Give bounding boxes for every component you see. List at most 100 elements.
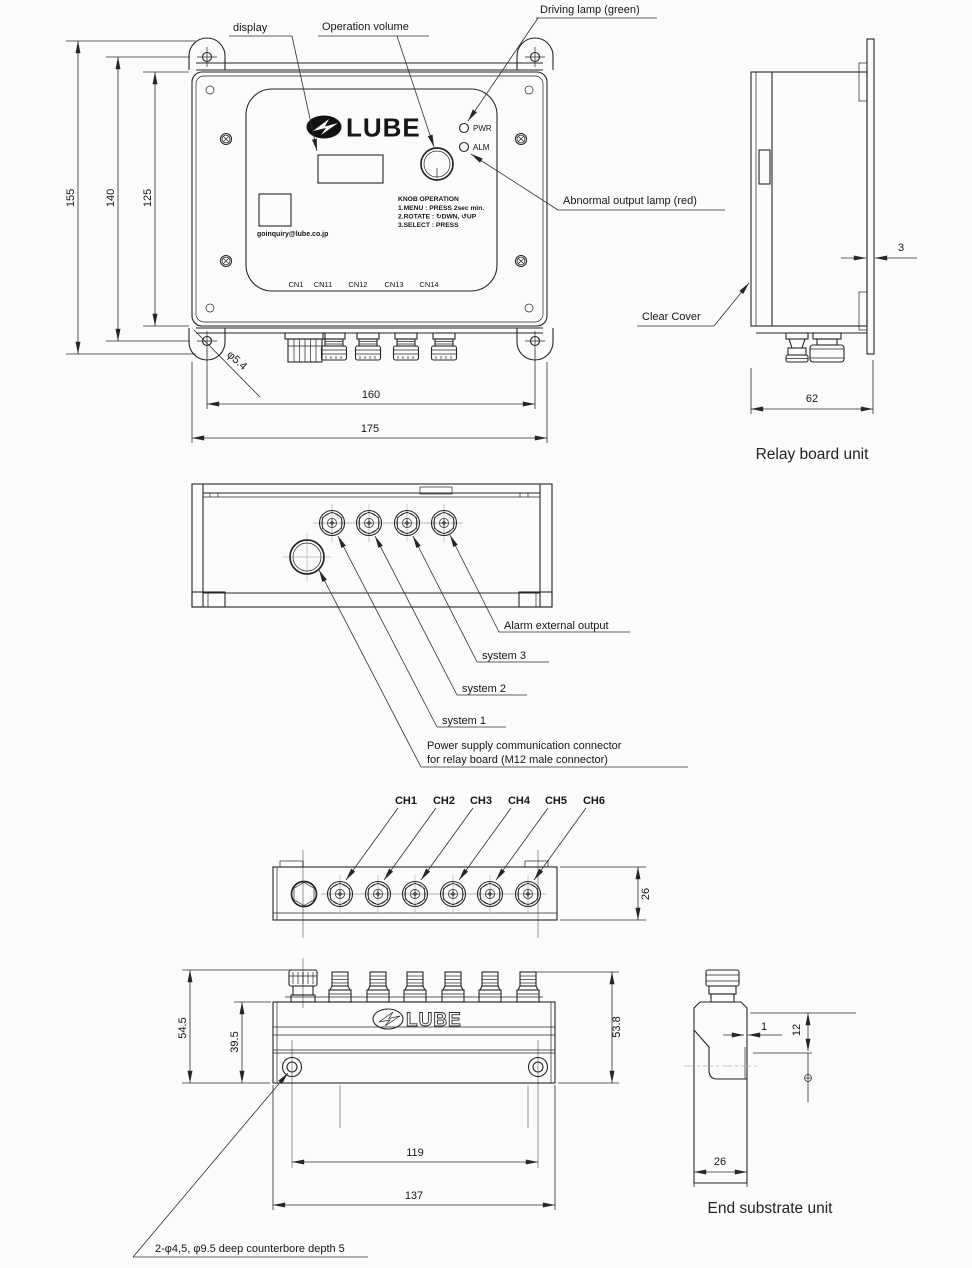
dim-140: 140 [105,189,117,207]
dim-3: 3 [898,242,904,254]
m12-connector [289,539,325,575]
cn13-connector [392,332,420,361]
lube-arrow-icon [313,119,338,135]
ch-plug [441,971,465,1003]
power-supply-callout-line1: Power supply communication connector [427,740,622,752]
channel-labels: CH1 CH2 CH3 CH4 CH5 CH6 [345,795,605,881]
ch6-label: CH6 [583,795,605,807]
panel-screw [514,132,528,146]
end-substrate-unit-caption: End substrate unit [708,1200,834,1217]
pwr-lamp: PWR [458,122,492,134]
terminal-strip [419,486,453,495]
ear-top-right [516,37,554,71]
end-top-connectors [290,874,548,914]
relay-side-view: 3 62 Clear Cover Relay board unit [637,38,917,463]
ch-plug [478,971,502,1003]
dim-54-5: 54.5 [177,1017,189,1038]
front-panel: LUBE PWR ALM goinquiry@lube.co.jp KNOB O… [245,88,498,292]
dim-119: 119 [406,1147,424,1159]
panel-screw [219,254,233,268]
abnormal-lamp-callout: Abnormal output lamp (red) [563,195,697,207]
end-side-dimensions: 1 12 26 [693,1012,856,1187]
counterbore-holes [281,1056,549,1078]
lube-logo-outline: LUBE [372,1008,462,1031]
bottom-view-body [191,483,553,608]
ch3-label: CH3 [470,795,492,807]
counterbore-callout: 2-φ4,5, φ9.5 deep counterbore depth 5 [132,1072,368,1258]
dim-137: 137 [405,1190,423,1202]
cn-label: CN1 [288,280,303,289]
alarm-output-callout: Alarm external output [504,620,609,632]
knob-line2: 2.ROTATE : ↻DWN, ↺UP [398,214,477,221]
cn1-connector [284,332,326,363]
cn12-connector [354,332,382,361]
alarm-connector [424,503,464,543]
bottom-view-connectors [283,503,464,581]
knob-side-profile [758,149,771,185]
lube-logo: LUBE [306,113,421,143]
dim-1: 1 [761,1021,767,1033]
driving-lamp-callout: Driving lamp (green) [540,4,640,16]
brand-outline-text: LUBE [406,1010,462,1031]
dim-160: 160 [362,389,380,401]
operation-knob [420,147,454,181]
ear-top-left [188,37,226,71]
ch4-label: CH4 [508,795,531,807]
relay-bottom-view: Alarm external output system 3 system 2 … [191,483,688,768]
cn-labels: CN1 CN11 CN12 CN13 CN14 [288,280,438,289]
bottom-connectors [284,332,458,363]
mounting-ears [188,37,554,361]
dim-175: 175 [361,423,379,435]
side-dimensions: 3 62 [750,242,917,414]
ch1-connector [320,874,360,914]
operation-volume-callout: Operation volume [322,21,409,33]
knob-title: KNOB OPERATION [398,196,459,203]
system3-callout: system 3 [482,650,526,662]
relay-front-view: LUBE PWR ALM goinquiry@lube.co.jp KNOB O… [65,4,725,443]
dim-53-8: 53.8 [611,1016,623,1037]
enclosure-box [191,71,548,327]
side-callouts: Clear Cover [637,282,750,327]
knob-operation-text: KNOB OPERATION 1.MENU : PRESS 2sec min. … [398,196,484,229]
display-callout: display [233,22,268,34]
cn-label: CN13 [384,280,403,289]
power-supply-callout-line2: for relay board (M12 male connector) [427,754,608,766]
ch-plug [366,971,390,1003]
knob-line1: 1.MENU : PRESS 2sec min. [398,205,484,212]
clear-cover-callout: Clear Cover [642,311,701,323]
dim-12: 12 [791,1024,803,1036]
ch1-label: CH1 [395,795,417,807]
ch2-label: CH2 [433,795,455,807]
end-top-view: CH1 CH2 CH3 CH4 CH5 CH6 26 [272,795,652,938]
end-top-dimensions: 26 [560,866,652,921]
counterbore-note: 2-φ4,5, φ9.5 deep counterbore depth 5 [155,1243,345,1255]
brand-text: LUBE [346,113,421,143]
panel-screw [219,132,233,146]
system2-connector [349,503,389,543]
bottom-view-callouts: Alarm external output system 3 system 2 … [318,534,688,768]
relay-board-unit-caption: Relay board unit [756,446,870,463]
side-body [750,71,868,334]
front-dimensions: 155 140 125 160 175 φ5.4 [65,40,548,443]
ch-plug [516,971,540,1003]
dim-62: 62 [806,393,818,405]
ch5-connector [470,874,510,914]
side-connectors [785,332,845,363]
cn-label: CN11 [314,280,333,289]
system3-connector [387,503,427,543]
alm-label: ALM [473,143,490,152]
cn-label: CN14 [419,280,438,289]
side-mount-plate [858,38,875,355]
end-front-body: LUBE [272,996,556,1084]
end-side-connector [705,969,740,1003]
front-callouts: display Operation volume Driving lamp (g… [229,4,725,211]
ch4-connector [433,874,473,914]
end-side-view: 1 12 26 End substrate unit [684,969,856,1217]
ch3-connector [395,874,435,914]
cn-label: CN12 [348,280,367,289]
dim-39-5: 39.5 [229,1031,241,1052]
system1-callout: system 1 [442,715,486,727]
alm-lamp: ALM [458,141,490,153]
